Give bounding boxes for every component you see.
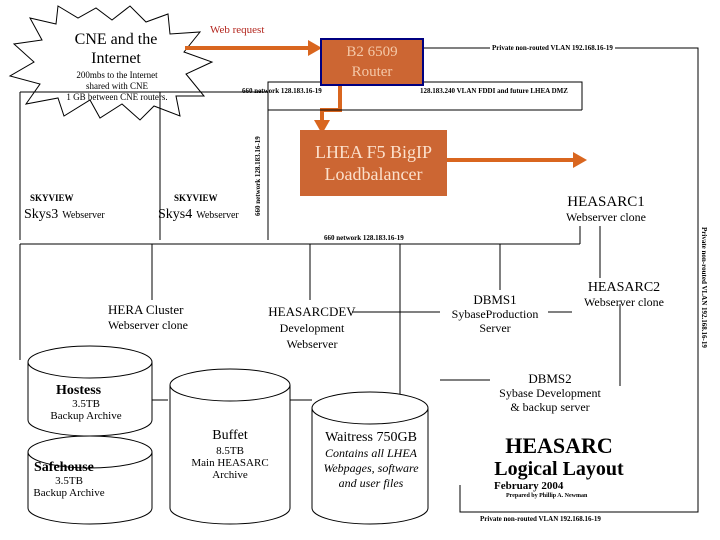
vlan-240-line: [420, 81, 583, 110]
hera-name: HERA Cluster: [108, 302, 184, 317]
network-660-label-b: 660 network 128.183.16-19: [322, 234, 406, 242]
dbms2-role1: Sybase Development: [499, 386, 601, 400]
heasarcdev-name: HEASARCDEV: [268, 304, 356, 319]
heasarc1-role: Webserver clone: [566, 210, 646, 224]
waitress-node: Waitress 750GB Contains all LHEA Webpage…: [310, 430, 432, 491]
skys3-name: Skys3: [24, 207, 59, 222]
safehouse-role: Backup Archive: [33, 487, 105, 499]
hostess-disk-shape: [27, 345, 153, 437]
cloud-title-line2: Internet: [91, 50, 141, 67]
private-vlan-bottom-label: Private non-routed VLAN 192.168.16-19: [480, 515, 601, 523]
hostess-role: Backup Archive: [50, 410, 122, 422]
skys3-role: Webserver: [62, 210, 105, 221]
dbms1-node: DBMS1 SybaseProduction Server: [440, 292, 550, 335]
router-role: Router: [351, 64, 393, 80]
loadbalancer-to-heasarc1-arrow: [445, 152, 587, 168]
heasarcdev-node: HEASARCDEV Development Webserver: [258, 304, 366, 352]
cloud-desc-line2: shared with CNE: [86, 81, 148, 91]
waitress-name: Waitress: [325, 430, 373, 445]
buffet-node: Buffet 8.5TB Main HEASARC Archive: [180, 427, 280, 481]
skys3-label: SKYVIEW: [30, 193, 74, 203]
layout-title-line1: HEASARC: [505, 433, 613, 458]
heasarc1-node: HEASARC1 Webserver clone: [556, 194, 656, 224]
loadbalancer-name: LHEA F5 BigIP: [314, 142, 433, 162]
dbms2-node: DBMS2 Sybase Development & backup server: [486, 371, 614, 415]
web-request-arrow: [185, 40, 322, 56]
network-660-label-a: 660 network 128.183.16-19: [242, 87, 322, 95]
vlan-240-label: 128.183.240 VLAN FDDI and future LHEA DM…: [420, 87, 568, 95]
hostess-size: 3.5TB: [72, 398, 100, 410]
network-660-top: [267, 81, 320, 240]
safehouse-name: Safehouse: [34, 460, 94, 475]
cloud-description: 200mbs to the Internet shared with CNE 1…: [52, 70, 182, 103]
hera-node: HERA Cluster Webserver clone: [108, 302, 208, 332]
heasarcdev-role1: Development: [279, 321, 345, 335]
cloud-title-line1: CNE and the: [74, 31, 158, 48]
hostess-details: 3.5TB Backup Archive: [40, 398, 132, 422]
skys4-label: SKYVIEW: [174, 193, 218, 203]
skys3-node: Skys3 Webserver: [24, 205, 105, 223]
loadbalancer-role: Loadbalancer: [324, 164, 423, 184]
waitress-desc2: Webpages, software: [323, 461, 419, 475]
dbms1-name: DBMS1: [473, 292, 517, 307]
skys4-role: Webserver: [196, 210, 239, 221]
cloud-desc-line3: 1 GB between CNE routers.: [66, 92, 168, 102]
safehouse-disk-shape: [27, 435, 153, 525]
layout-title-line2: Logical Layout: [494, 458, 624, 480]
buffet-name: Buffet: [212, 428, 248, 443]
hostess-name: Hostess: [56, 383, 102, 398]
skys4-node: Skys4 Webserver: [158, 205, 239, 223]
dbms2-role2: & backup server: [510, 400, 590, 414]
network-660-vertical-label: 660 network 128.183.16-19: [254, 136, 262, 216]
heasarc1-name: HEASARC1: [567, 194, 645, 210]
dbms1-role1: SybaseProduction: [451, 307, 539, 321]
waitress-desc1: Contains all LHEA: [324, 446, 417, 460]
cloud-desc-line1: 200mbs to the Internet: [76, 70, 158, 80]
safehouse-details: 3.5TB Backup Archive: [28, 475, 110, 499]
buffet-role1: Main HEASARC: [191, 457, 269, 469]
dbms2-name: DBMS2: [528, 371, 572, 386]
buffet-disk-shape: [169, 368, 291, 525]
layout-date: February 2004: [494, 480, 564, 492]
web-request-label: Web request: [210, 24, 265, 36]
router-box: B2 6509 Router: [320, 38, 424, 86]
router-name: B2 6509: [346, 44, 398, 60]
private-vlan-right-label: Private non-routed VLAN 192.168.16-19: [700, 226, 708, 348]
waitress-disk-shape: [311, 391, 429, 525]
loadbalancer-box: LHEA F5 BigIP Loadbalancer: [300, 130, 447, 196]
waitress-size: 750GB: [376, 430, 417, 445]
layout-author: Prepared by Phillip A. Newman: [506, 493, 588, 499]
dbms1-role2: Server: [479, 321, 511, 335]
heasarc2-name: HEASARC2: [587, 280, 661, 295]
heasarcdev-role2: Webserver: [286, 337, 338, 351]
safehouse-size: 3.5TB: [55, 475, 83, 487]
heasarc2-role: Webserver clone: [584, 295, 664, 309]
buffet-size: 8.5TB: [216, 445, 244, 457]
layout-title: HEASARC Logical Layout: [474, 433, 644, 481]
private-vlan-top-label: Private non-routed VLAN 192.168.16-19: [490, 44, 615, 52]
buffet-role2: Archive: [212, 469, 248, 481]
skys4-name: Skys4: [158, 207, 193, 222]
heasarc2-node: HEASARC2 Webserver clone: [572, 280, 676, 309]
cloud-title: CNE and the Internet: [60, 30, 172, 68]
waitress-desc3: and user files: [338, 476, 404, 490]
hera-role: Webserver clone: [108, 318, 188, 332]
